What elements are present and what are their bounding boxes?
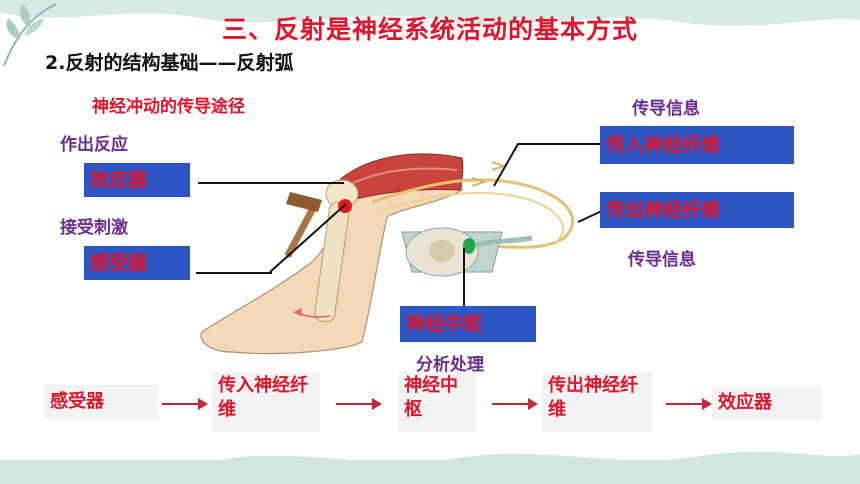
flow-arrow-4-icon: [666, 398, 712, 410]
center-pointer-line: [463, 248, 465, 306]
effector-box: 效应器: [84, 163, 190, 197]
pathway-heading: 神经冲动的传导途径: [92, 97, 245, 117]
conduct-info-bottom-label: 传导信息: [628, 250, 696, 270]
respond-label: 作出反应: [60, 135, 128, 155]
analyze-process-label: 分析处理: [416, 355, 484, 375]
receptor-pointer-line-diag: [269, 203, 347, 273]
receptor-box: 感受器: [84, 246, 190, 280]
nerve-center-box: 神经中枢: [400, 306, 536, 342]
slide-subtitle: 2.反射的结构基础——反射弧: [45, 52, 294, 74]
flow-arrow-2-icon: [336, 398, 382, 410]
flow-step-afferent: 传入神经纤维: [212, 372, 320, 432]
slide-title: 三、反射是神经系统活动的基本方式: [221, 15, 638, 44]
leaf-decoration-icon: [3, 3, 57, 67]
flow-step-receptor: 感受器: [44, 385, 158, 419]
top-wave-decoration: [0, 0, 860, 26]
flow-step-center: 神经中枢: [398, 372, 476, 432]
efferent-fiber-box: 传出神经纤维: [600, 192, 794, 228]
receive-stimulus-label: 接受刺激: [60, 218, 128, 238]
flow-arrow-3-icon: [492, 398, 538, 410]
flow-arrow-1-icon: [162, 398, 208, 410]
receptor-pointer-line-h: [196, 272, 272, 274]
afferent-pointer-line: [493, 143, 600, 187]
conduct-info-top-label: 传导信息: [632, 99, 700, 119]
effector-pointer-line: [198, 182, 344, 184]
flow-step-efferent: 传出神经纤维: [542, 372, 652, 432]
flow-step-effector: 效应器: [712, 386, 822, 420]
afferent-fiber-box: 传入神经纤维: [600, 126, 794, 164]
bottom-wave-decoration: [0, 451, 860, 484]
efferent-pointer-line: [577, 209, 605, 223]
